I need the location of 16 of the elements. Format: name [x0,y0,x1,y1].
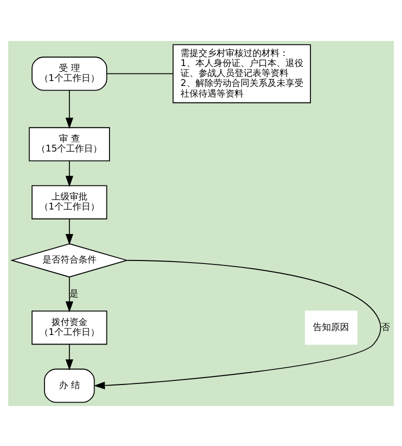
node-box: 办 结 [44,368,95,402]
arrow [66,218,74,245]
arrow [66,276,74,312]
node-diamond: 是否符合条件 [10,242,129,277]
edge-label: 否 [381,321,390,332]
arrow [66,90,74,128]
node-box: 拨付资金 （1个工作日） [32,310,108,344]
node-box: 受 理 （1个工作日） [32,56,108,90]
arrow [94,259,382,389]
node-box: 需提交乡村审核过的材料： 1、本人身份证、户口本、退役证、参战人员登记表等资料 2、解除劳动合同关系及未享受社保待遇等资料 [172,44,311,103]
label: 告知原因 [313,321,350,332]
connector [106,72,174,74]
arrow [66,344,74,370]
arrow [66,160,74,186]
node-box: 上级审批 （1个工作日） [32,184,108,219]
node-box: 审 查 （15个工作日） [28,126,110,161]
